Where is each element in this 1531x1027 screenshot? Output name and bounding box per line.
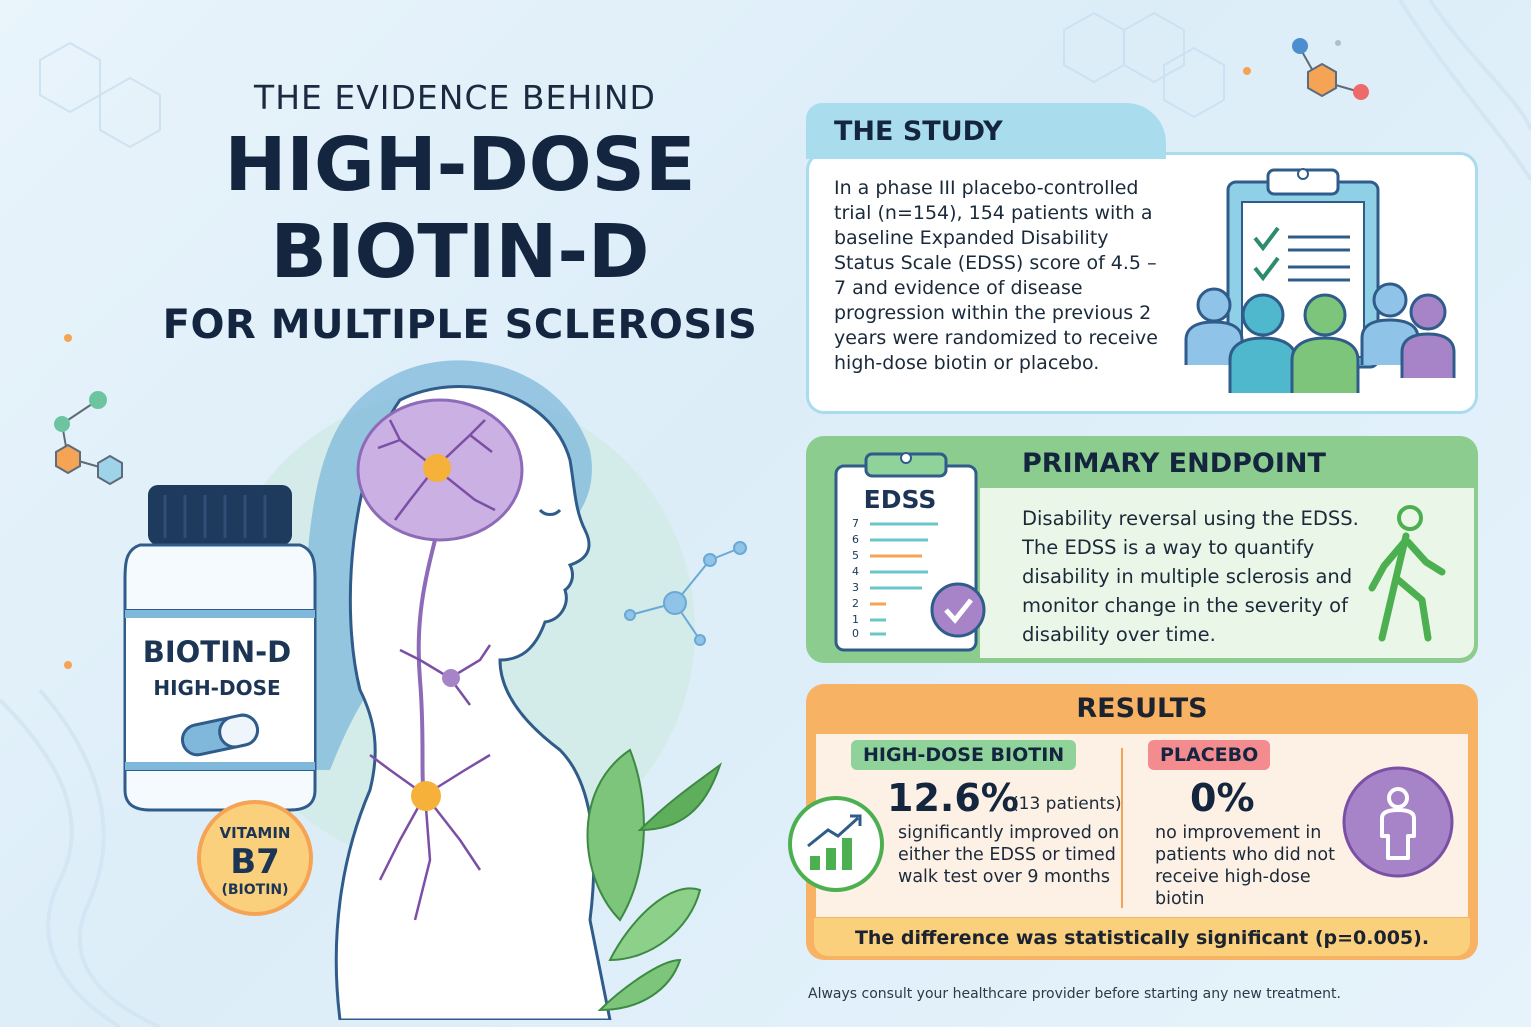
biotin-text: significantly improved on either the EDS… [898,823,1120,887]
head-illustration [215,360,747,1020]
edss-clipboard-icon [834,452,986,652]
edss-scale-0: 0 [852,627,859,640]
vitamin-badge-line2: B7 [230,842,280,882]
title-line-4: FOR MULTIPLE SCLEROSIS [162,302,758,348]
study-text: In a phase III placebo-controlled trial … [834,177,1158,374]
growth-chart-icon [788,796,884,892]
vitamin-badge-line1: VITAMIN [219,824,291,842]
placebo-label: PLACEBO [1148,740,1271,770]
bottle-illustration [123,485,317,916]
endpoint-heading: PRIMARY ENDPOINT [1022,448,1326,479]
edss-scale-7: 7 [852,517,859,530]
clipboard-people-icon [1184,168,1456,393]
edss-scale-6: 6 [852,533,859,546]
results-footer-bar [814,918,1470,956]
disclaimer: Always consult your healthcare provider … [808,986,1341,1002]
vitamin-badge-line3: (BIOTIN) [221,882,289,898]
study-heading: THE STUDY [834,116,1003,147]
bottle-subtitle: HIGH-DOSE [153,676,281,700]
title-line-2: HIGH-DOSE [224,122,696,208]
edss-scale-4: 4 [852,565,859,578]
study-tab [806,103,1166,159]
edss-scale-3: 3 [852,581,859,594]
biotin-patients: (13 patients) [1012,794,1122,814]
endpoint-inner [980,488,1474,658]
edss-clipboard-title: EDSS [863,485,937,514]
placebo-text: no improvement in patients who did not r… [1155,823,1335,909]
edss-scale-2: 2 [852,597,859,610]
results-footer: The difference was statistically signifi… [854,927,1430,949]
endpoint-text: Disability reversal using the EDSS. The … [1022,507,1359,646]
biotin-label: HIGH-DOSE BIOTIN [851,740,1077,770]
results-heading: RESULTS [1076,693,1208,724]
placebo-person-icon [1342,766,1454,878]
results-divider [1121,748,1123,908]
biotin-percent: 12.6% [887,776,1019,820]
title-line-3: BIOTIN-D [270,209,650,295]
placebo-percent: 0% [1190,776,1255,820]
title-line-1: THE EVIDENCE BEHIND [254,78,656,117]
walking-person-icon [1368,505,1446,642]
edss-scale-5: 5 [852,549,859,562]
edss-scale-1: 1 [852,613,859,626]
bottle-brand: BIOTIN-D [142,635,292,669]
